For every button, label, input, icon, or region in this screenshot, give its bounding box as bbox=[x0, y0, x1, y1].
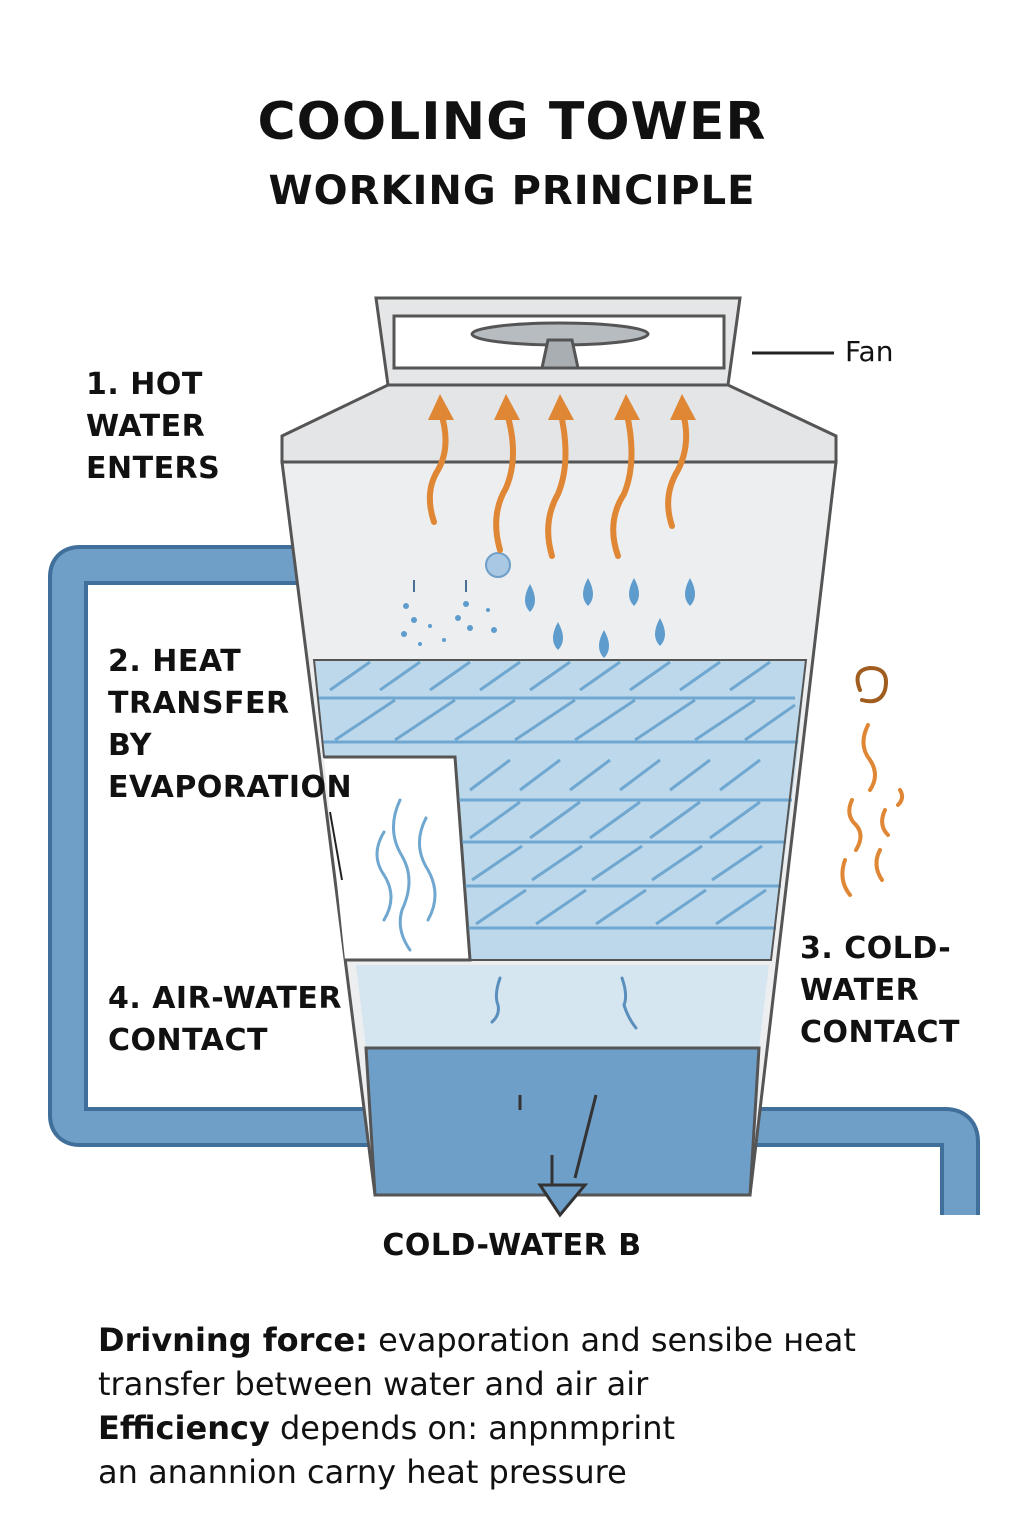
note-text: an ananniоn carny heat pressure bbox=[98, 1453, 627, 1491]
spray-dots bbox=[401, 601, 497, 646]
bottom-caption: COLD-WATER B bbox=[382, 1228, 642, 1263]
fan-icon bbox=[470, 321, 650, 370]
vapor-wave-icon bbox=[375, 798, 437, 952]
label-line: 4. AIR-WATER bbox=[108, 981, 342, 1016]
down-arrow-icon bbox=[518, 1094, 598, 1218]
exhaust-steam-icon bbox=[840, 665, 905, 897]
basin-dark bbox=[364, 1046, 761, 1197]
label-line: 2. HEAT bbox=[108, 644, 242, 679]
wavy-up-arrow-icon bbox=[426, 407, 690, 559]
label-line: BY bbox=[108, 728, 152, 763]
label-line: ENTERS bbox=[86, 451, 221, 486]
return-pipe-inner bbox=[52, 549, 530, 1143]
note-text: depends on: anpnmprint bbox=[269, 1409, 676, 1447]
note-key: Drivning force: bbox=[98, 1321, 368, 1359]
label-fan: Fan bbox=[845, 335, 894, 368]
note-line: Efficiency depends on: anpnmprint bbox=[98, 1406, 856, 1450]
water-droplet-icon bbox=[525, 578, 695, 658]
label-heat-transfer: 2. HEAT TRANSFER BY EVAPORATION bbox=[108, 641, 352, 809]
label-line: CONTACT bbox=[108, 1023, 268, 1058]
label-line: CONTACT bbox=[800, 1015, 960, 1050]
fill-media-outline bbox=[312, 659, 808, 961]
fill-hatching bbox=[318, 660, 798, 930]
spray-nozzle bbox=[485, 552, 511, 578]
label-line: WATER bbox=[800, 973, 920, 1008]
diagram-title: COOLING TOWER bbox=[257, 92, 767, 152]
arrow-heads bbox=[428, 394, 696, 420]
basin-light bbox=[356, 965, 769, 1048]
note-text: transfer between water and air air bbox=[98, 1365, 649, 1403]
basin-ripples bbox=[490, 976, 638, 1030]
heat-transfer-leader bbox=[329, 811, 343, 881]
label-line: 1. HOT bbox=[86, 367, 203, 402]
label-line: EVAPORATION bbox=[108, 770, 353, 805]
label-line: 3. COLD- bbox=[800, 931, 952, 966]
note-line: Drivning force: evaporation and sensibe … bbox=[98, 1318, 856, 1362]
diagram-subtitle: WORKING PRINCIPLE bbox=[268, 168, 756, 214]
note-line: transfer between water and air air bbox=[98, 1362, 856, 1406]
notes-block: Drivning force: evaporation and sensibe … bbox=[98, 1318, 856, 1494]
note-line: an ananniоn carny heat pressure bbox=[98, 1450, 856, 1494]
label-cold-water-contact: 3. COLD- WATER CONTACT bbox=[800, 928, 960, 1054]
label-air-water-contact: 4. AIR-WATER CONTACT bbox=[108, 978, 342, 1062]
outlet-pipe-inner bbox=[740, 1111, 976, 1215]
note-key: Efficiency bbox=[98, 1409, 270, 1447]
note-text: evaporation and sensibe нeat bbox=[367, 1321, 856, 1359]
label-line: TRANSFER bbox=[108, 686, 290, 721]
label-hot-water-enters: 1. HOT WATER ENTERS bbox=[86, 364, 220, 490]
label-line: WATER bbox=[86, 409, 206, 444]
